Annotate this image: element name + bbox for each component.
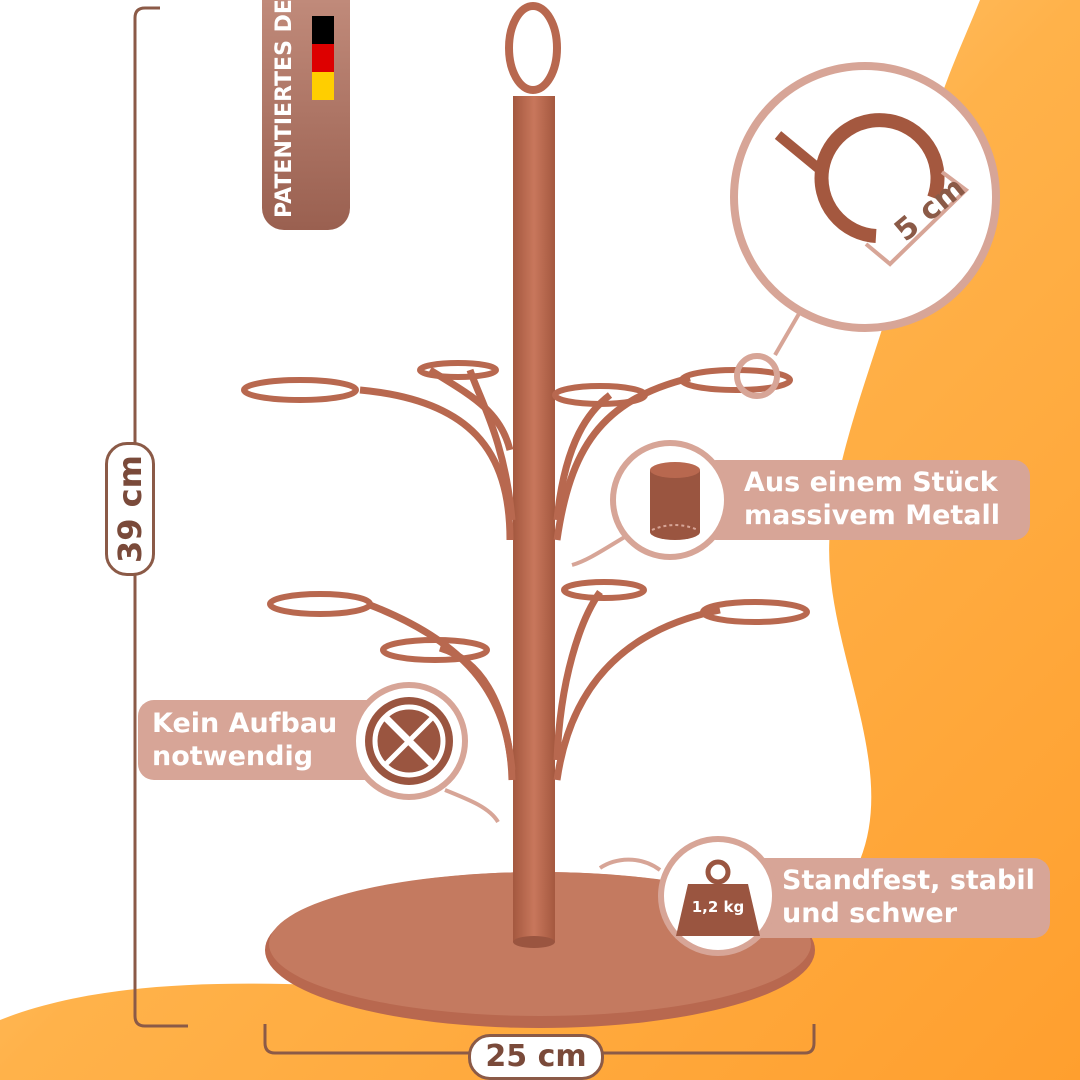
feature-stable-pill: Standfest, stabil und schwer: [738, 858, 1050, 938]
width-dimension-label: 25 cm: [468, 1034, 604, 1080]
weight-icon: [676, 859, 760, 936]
feature-metal-pill: Aus einem Stück massivem Metall: [700, 460, 1030, 540]
zoom-marker: [734, 353, 780, 399]
lower-arms: [368, 589, 721, 781]
center-pole: [513, 96, 555, 942]
hanging-loop: [505, 2, 561, 94]
lower-rings: [267, 579, 810, 663]
zoom-detail-circle: [730, 62, 1000, 332]
no-tools-icon: [365, 697, 453, 785]
flag-red-stripe: [312, 44, 334, 72]
cylinder-icon: [650, 462, 700, 540]
weight-label: 1,2 kg: [691, 898, 745, 916]
upper-rings: [241, 360, 793, 407]
upper-arms: [359, 367, 691, 541]
flag-gold-stripe: [312, 72, 334, 100]
patent-badge: [262, 0, 350, 230]
germany-flag-icon: [312, 16, 334, 100]
flag-black-stripe: [312, 16, 334, 44]
